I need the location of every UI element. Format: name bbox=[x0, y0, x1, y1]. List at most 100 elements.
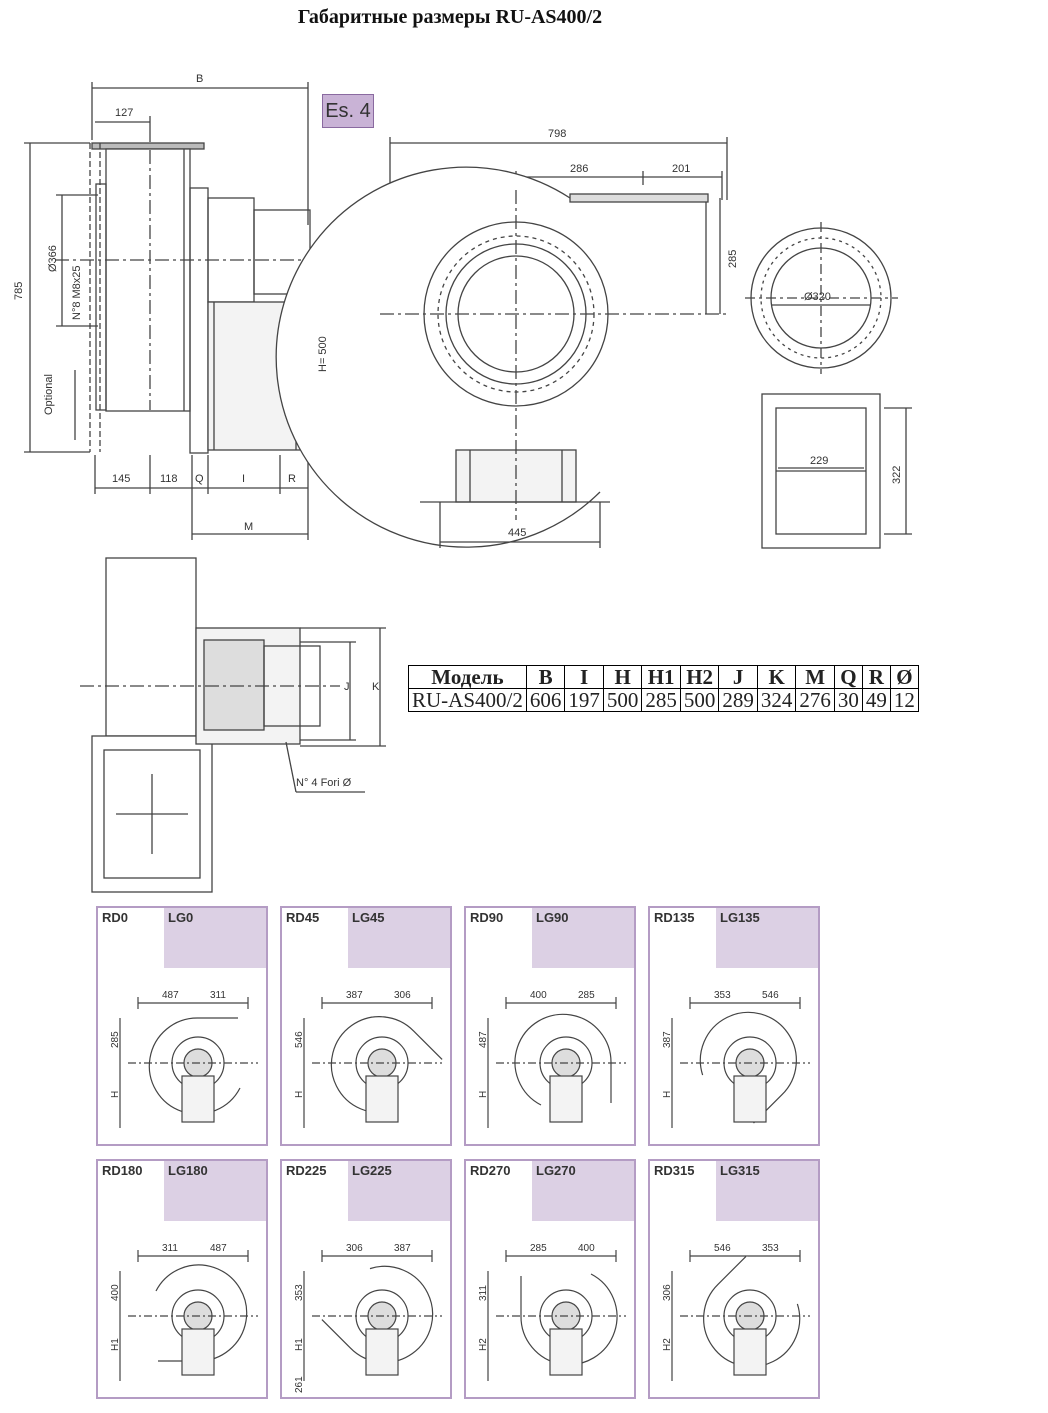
dim-127-label: 127 bbox=[115, 107, 133, 119]
dim-286-label: 286 bbox=[570, 163, 588, 175]
dim-h500-label: H= 500 bbox=[317, 336, 329, 372]
dim-v2-label: H2 bbox=[478, 1338, 489, 1351]
dim-b-label: 400 bbox=[578, 1243, 595, 1254]
dim-v2-label: H bbox=[478, 1091, 489, 1098]
table-cell: 285 bbox=[641, 688, 681, 712]
table-cell: 500 bbox=[679, 688, 720, 712]
header-cell: Ø bbox=[889, 665, 919, 689]
table-cell: 30 bbox=[833, 688, 863, 712]
dim-366-label: Ø366 bbox=[47, 245, 59, 272]
dim-j-label: J bbox=[344, 681, 350, 693]
dim-v2-label: H bbox=[662, 1091, 673, 1098]
lg-label-box: LG270 bbox=[532, 1161, 634, 1221]
table-cell: 324 bbox=[756, 688, 797, 712]
dim-q-label: Q bbox=[195, 473, 204, 485]
header-cell: H bbox=[602, 665, 643, 689]
lg-label-box: LG315 bbox=[716, 1161, 818, 1221]
dim-a-label: 546 bbox=[714, 1243, 731, 1254]
table-cell: 606 bbox=[525, 688, 566, 712]
lg-label-box: LG90 bbox=[532, 908, 634, 968]
dim-b-label: 311 bbox=[210, 990, 226, 1001]
dim-k-label: K bbox=[372, 681, 380, 693]
dim-a-label: 285 bbox=[530, 1243, 547, 1254]
header-cell: Модель bbox=[408, 665, 527, 689]
dim-m-label: M bbox=[244, 521, 253, 533]
table-cell: 12 bbox=[889, 688, 919, 712]
dim-201-label: 201 bbox=[672, 163, 690, 175]
dim-v1-label: 546 bbox=[294, 1031, 305, 1048]
lg-label: LG315 bbox=[720, 1163, 760, 1178]
dim-v2-label: H1 bbox=[294, 1338, 305, 1351]
dim-v2-label: H1 bbox=[110, 1338, 121, 1351]
header-cell: H1 bbox=[641, 665, 681, 689]
dim-v1-label: 387 bbox=[662, 1031, 673, 1048]
table-cell: 500 bbox=[602, 688, 643, 712]
lg-label: LG180 bbox=[168, 1163, 208, 1178]
table-header-row: Модель B I H H1 H2 J K M Q R Ø bbox=[408, 665, 919, 689]
header-cell: B bbox=[525, 665, 566, 689]
dim-b-label: 387 bbox=[394, 1243, 411, 1254]
dim-145-label: 145 bbox=[112, 473, 130, 485]
rd-label: RD90 bbox=[470, 910, 504, 925]
lg-label-box: LG45 bbox=[348, 908, 450, 968]
dim-a-label: 353 bbox=[714, 990, 731, 1001]
lg-label: LG45 bbox=[352, 910, 385, 925]
dim-785-label: 785 bbox=[13, 282, 25, 300]
dim-322-label: 322 bbox=[891, 466, 903, 484]
dim-v2-label: H bbox=[110, 1091, 121, 1098]
dim-b-label: B bbox=[196, 73, 203, 85]
dim-r-label: R bbox=[288, 473, 296, 485]
header-cell: Q bbox=[833, 665, 863, 689]
rd-label: RD315 bbox=[654, 1163, 695, 1178]
rd-label: RD45 bbox=[286, 910, 320, 925]
rd-label: RD270 bbox=[470, 1163, 511, 1178]
table-cell: RU-AS400/2 bbox=[408, 688, 527, 712]
table-cell: 289 bbox=[718, 688, 758, 712]
page-title: Габаритные размеры RU-AS400/2 bbox=[297, 6, 603, 28]
header-cell: J bbox=[718, 665, 758, 689]
drawing-badge: Es. 4 bbox=[322, 94, 374, 128]
rd-label: RD135 bbox=[654, 910, 695, 925]
dim-b-label: 546 bbox=[762, 990, 779, 1001]
rd-label: RD180 bbox=[102, 1163, 143, 1178]
dim-229-label: 229 bbox=[810, 455, 828, 467]
dim-v1-label: 306 bbox=[662, 1284, 673, 1301]
table-cell: 49 bbox=[861, 688, 891, 712]
dim-i-label: I bbox=[242, 473, 245, 485]
dim-a-label: 487 bbox=[162, 990, 179, 1001]
technical-drawing: B 127 785 Ø366 N°8 M8x25 Optional H= 500… bbox=[13, 73, 912, 893]
dim-285-label: 285 bbox=[727, 250, 739, 268]
header-cell: H2 bbox=[679, 665, 720, 689]
holes-label: N° 4 Fori Ø bbox=[296, 777, 352, 789]
dim-a-label: 306 bbox=[346, 1243, 363, 1254]
header-cell: I bbox=[564, 665, 604, 689]
dim-b-label: 285 bbox=[578, 990, 595, 1001]
dim-b-label: 306 bbox=[394, 990, 411, 1001]
header-cell: K bbox=[756, 665, 797, 689]
dim-v1-label: 285 bbox=[110, 1031, 121, 1048]
dim-118-label: 118 bbox=[160, 473, 178, 485]
spec-table: Модель B I H H1 H2 J K M Q R Ø RU-AS400/… bbox=[408, 665, 919, 712]
lg-label: LG225 bbox=[352, 1163, 392, 1178]
dim-798-label: 798 bbox=[548, 128, 566, 140]
rd-label: RD0 bbox=[102, 910, 129, 925]
lg-label-box: LG180 bbox=[164, 1161, 266, 1221]
dim-v3-label: 261 bbox=[294, 1376, 305, 1393]
dim-v2-label: H bbox=[294, 1091, 305, 1098]
bolts-label: N°8 M8x25 bbox=[71, 265, 83, 320]
table-row: RU-AS400/2 606 197 500 285 500 289 324 2… bbox=[408, 688, 919, 712]
dim-320-label: Ø320 bbox=[804, 291, 831, 303]
dim-a-label: 387 bbox=[346, 990, 363, 1001]
table-cell: 276 bbox=[795, 688, 835, 712]
dim-b-label: 487 bbox=[210, 1243, 227, 1254]
lg-label: LG90 bbox=[536, 910, 569, 925]
dim-v1-label: 311 bbox=[478, 1285, 489, 1301]
lg-label-box: LG225 bbox=[348, 1161, 450, 1221]
